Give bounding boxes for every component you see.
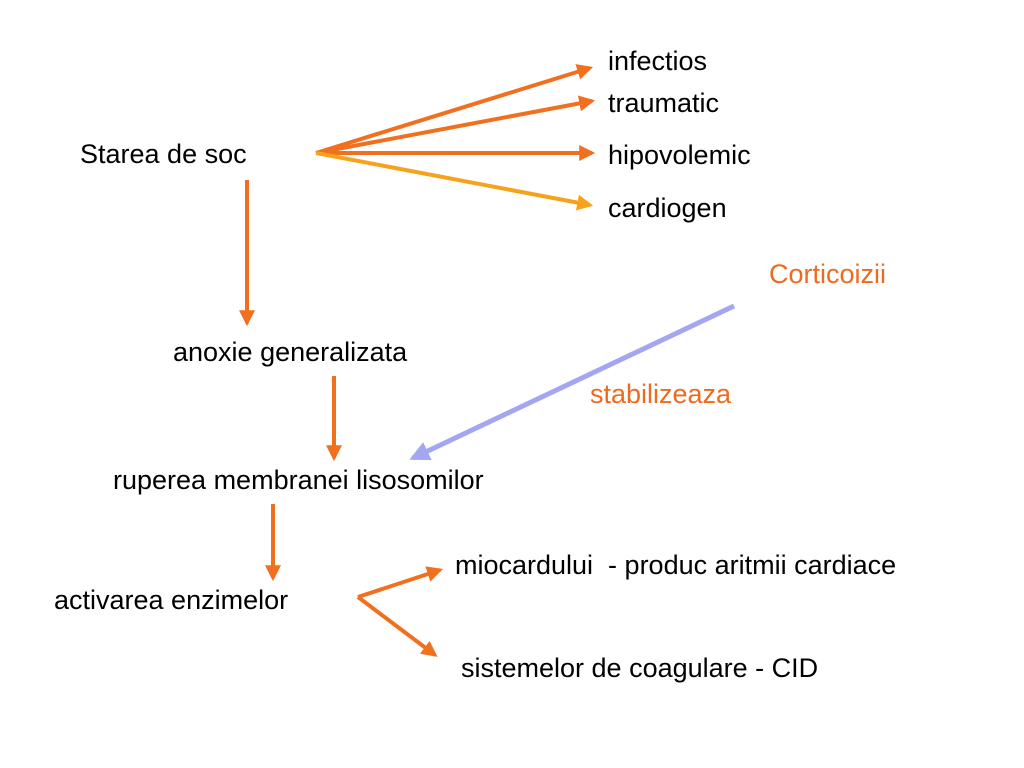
node-anoxie-generalizata: anoxie generalizata <box>173 337 408 367</box>
node-corticoizii: Corticoizii <box>769 259 887 289</box>
node-ruperea-membranei: ruperea membranei lisosomilor <box>113 465 484 495</box>
label-stabilizeaza: stabilizeaza <box>590 379 732 409</box>
node-activarea-enzimelor: activarea enzimelor <box>54 585 289 615</box>
node-starea-de-soc: Starea de soc <box>80 139 247 169</box>
arrow-corticoizii-to-ruperea <box>409 303 736 461</box>
node-sistemelor-coagulare: sistemelor de coagulare - CID <box>461 653 819 683</box>
arrow-soc-to-infectios <box>315 64 594 155</box>
node-infectios: infectios <box>608 46 708 76</box>
arrow-soc-to-traumatic <box>315 95 596 155</box>
arrow-soc-to-cardiogen <box>315 151 594 211</box>
node-cardiogen: cardiogen <box>608 193 727 223</box>
node-miocardului: miocardului - produc aritmii cardiace <box>455 550 897 580</box>
node-hipovolemic: hipovolemic <box>608 140 751 170</box>
arrow-activarea-to-miocardului <box>357 566 444 599</box>
arrow-activarea-to-sistemelor <box>356 595 438 657</box>
node-traumatic: traumatic <box>608 88 720 118</box>
